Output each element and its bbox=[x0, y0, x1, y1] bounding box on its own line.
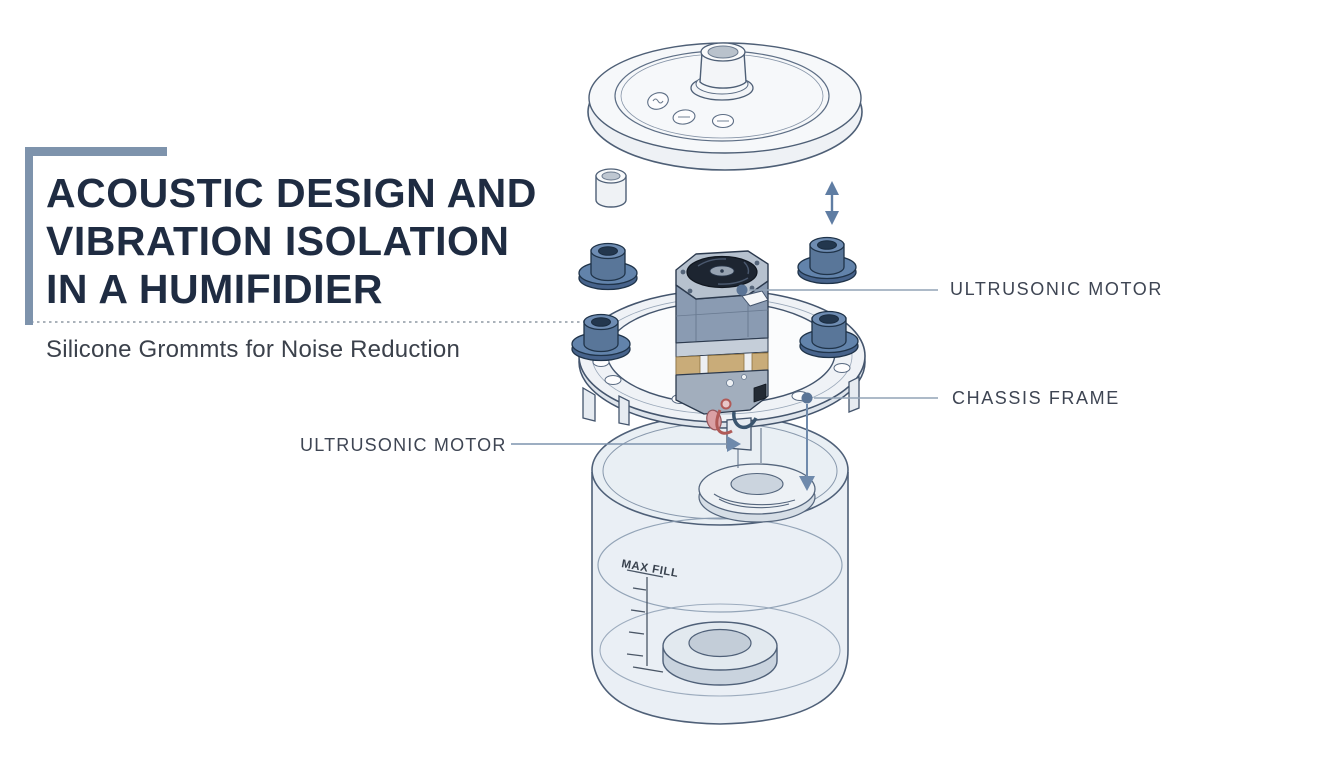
leader-motor-left bbox=[511, 436, 741, 452]
callout-ultrasonic-motor-right: ULTRUSONIC MOTOR bbox=[950, 279, 1163, 299]
mist-nozzle bbox=[690, 42, 754, 101]
drop-arrow-icon bbox=[799, 404, 815, 491]
silicone-grommet-top-right bbox=[797, 236, 857, 285]
leader-chassis bbox=[801, 392, 938, 404]
top-cover bbox=[587, 42, 863, 171]
motor-fan bbox=[686, 255, 758, 289]
callout-ultrasonic-motor-left: ULTRUSONIC MOTOR bbox=[300, 435, 507, 455]
motor-wires bbox=[706, 398, 758, 435]
title-line-2: VIBRATION ISOLATION bbox=[46, 217, 510, 264]
silicone-grommet-mid-right bbox=[799, 310, 859, 359]
page-subtitle: Silicone Grommts for Noise Reduction bbox=[46, 336, 461, 363]
leader-dot-icon bbox=[736, 284, 748, 296]
ultrasonic-motor bbox=[675, 250, 769, 435]
silicone-grommet-mid-left bbox=[571, 313, 631, 362]
motor-connector-tab bbox=[741, 290, 769, 307]
grommet-sleeve bbox=[595, 168, 627, 208]
page-title: ACOUSTIC DESIGN AND VIBRATION ISOLATION … bbox=[46, 170, 537, 313]
motor-seat-ring bbox=[698, 463, 816, 523]
leader-dot-icon bbox=[801, 392, 813, 404]
leader-motor-right bbox=[736, 284, 938, 296]
motor-coil-band bbox=[675, 351, 769, 376]
annotations bbox=[511, 181, 938, 491]
mist-button-glyph bbox=[652, 98, 664, 104]
water-line bbox=[597, 517, 843, 613]
pointer-icon bbox=[727, 436, 741, 452]
callout-chassis-frame: CHASSIS FRAME bbox=[952, 388, 1120, 408]
exploded-gap-arrow-icon bbox=[825, 181, 839, 225]
tank-ring bbox=[662, 621, 778, 686]
control-buttons bbox=[647, 92, 735, 129]
silicone-grommet-top-left bbox=[578, 242, 638, 291]
title-line-1: ACOUSTIC DESIGN AND bbox=[46, 170, 537, 216]
title-accent-bracket-horizontal bbox=[25, 147, 167, 156]
water-tank: MAX FILL bbox=[591, 414, 849, 725]
title-line-3: IN A HUMIFIDIER bbox=[46, 265, 384, 312]
motor-black-connector bbox=[753, 383, 767, 403]
title-accent-bracket-vertical bbox=[25, 147, 33, 325]
